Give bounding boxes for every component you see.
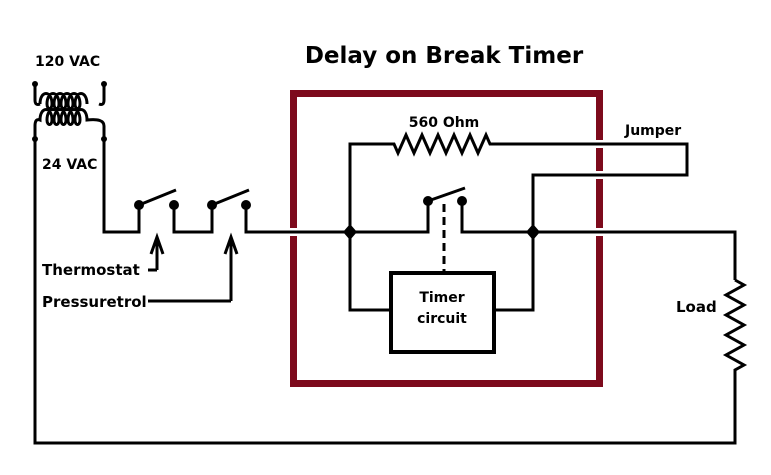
transformer: 120 VAC 24 VAC — [32, 54, 107, 173]
timer-label-line2: circuit — [417, 311, 467, 327]
jumper-label: Jumper — [624, 123, 681, 139]
junction-right — [526, 224, 540, 240]
resistor-label: 560 Ohm — [409, 115, 480, 131]
timer-enclosure — [290, 90, 603, 387]
timer-label-line1: Timer — [419, 290, 464, 306]
wire-between-switches — [172, 205, 214, 234]
main-wire — [244, 200, 430, 234]
timer-circuit-box — [389, 271, 496, 354]
thermostat-switch — [134, 188, 179, 210]
pressuretrol-label: Pressuretrol — [42, 293, 147, 311]
resistor-jumper-branch — [348, 131, 689, 232]
timer-supply-wires — [348, 232, 535, 312]
load-resistor-return-wire — [33, 139, 748, 445]
diagram-title: Delay on Break Timer — [305, 43, 584, 69]
secondary-coil — [33, 108, 106, 139]
wire-to-thermostat — [102, 139, 141, 234]
junction-left — [343, 224, 357, 240]
wire-to-load — [460, 201, 737, 280]
primary-coil — [38, 92, 89, 110]
pressuretrol-arrow — [148, 232, 239, 303]
pressuretrol-switch — [207, 188, 251, 210]
thermostat-label: Thermostat — [42, 261, 140, 279]
timer-relay-switch — [423, 186, 467, 272]
secondary-voltage-label: 24 VAC — [42, 157, 97, 173]
primary-voltage-label: 120 VAC — [35, 54, 100, 70]
load-label: Load — [676, 298, 717, 316]
thermostat-arrow — [148, 232, 165, 272]
